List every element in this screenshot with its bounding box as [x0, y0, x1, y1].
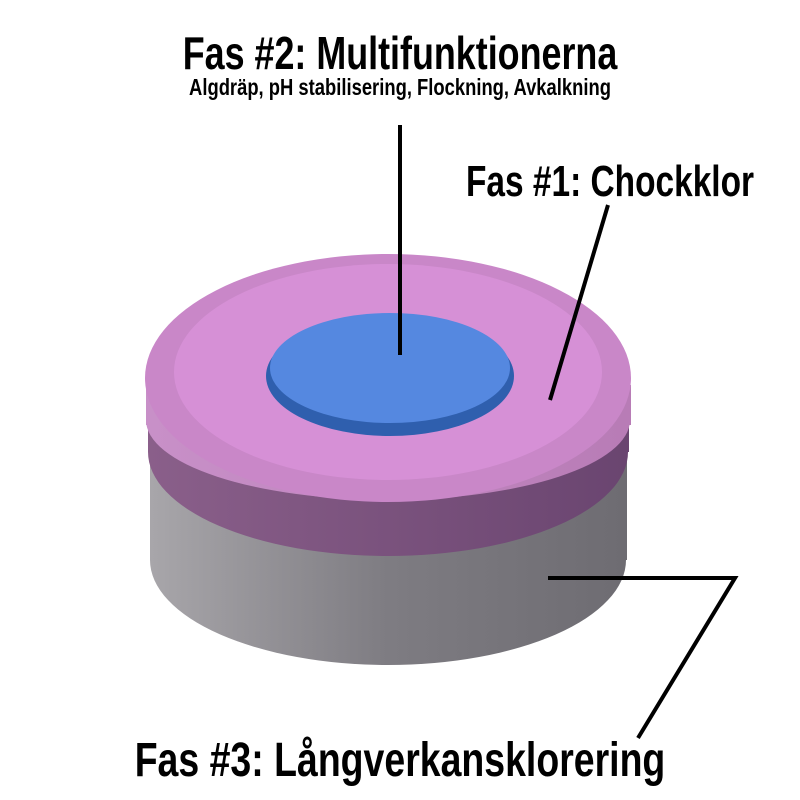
core-layer-blue	[266, 313, 514, 436]
phase2-title: Fas #2: Multifunktionerna	[182, 27, 618, 79]
phase2-subtitle: Algdräp, pH stabilisering, Flockning, Av…	[189, 74, 611, 100]
phase3-leader-line	[548, 576, 739, 740]
leader-lines	[398, 125, 739, 740]
phase3-title: Fas #3: Långverkansklorering	[134, 734, 666, 787]
phase1-leader-line	[548, 204, 610, 401]
phase1-title: Fas #1: Chockklor	[465, 157, 755, 206]
